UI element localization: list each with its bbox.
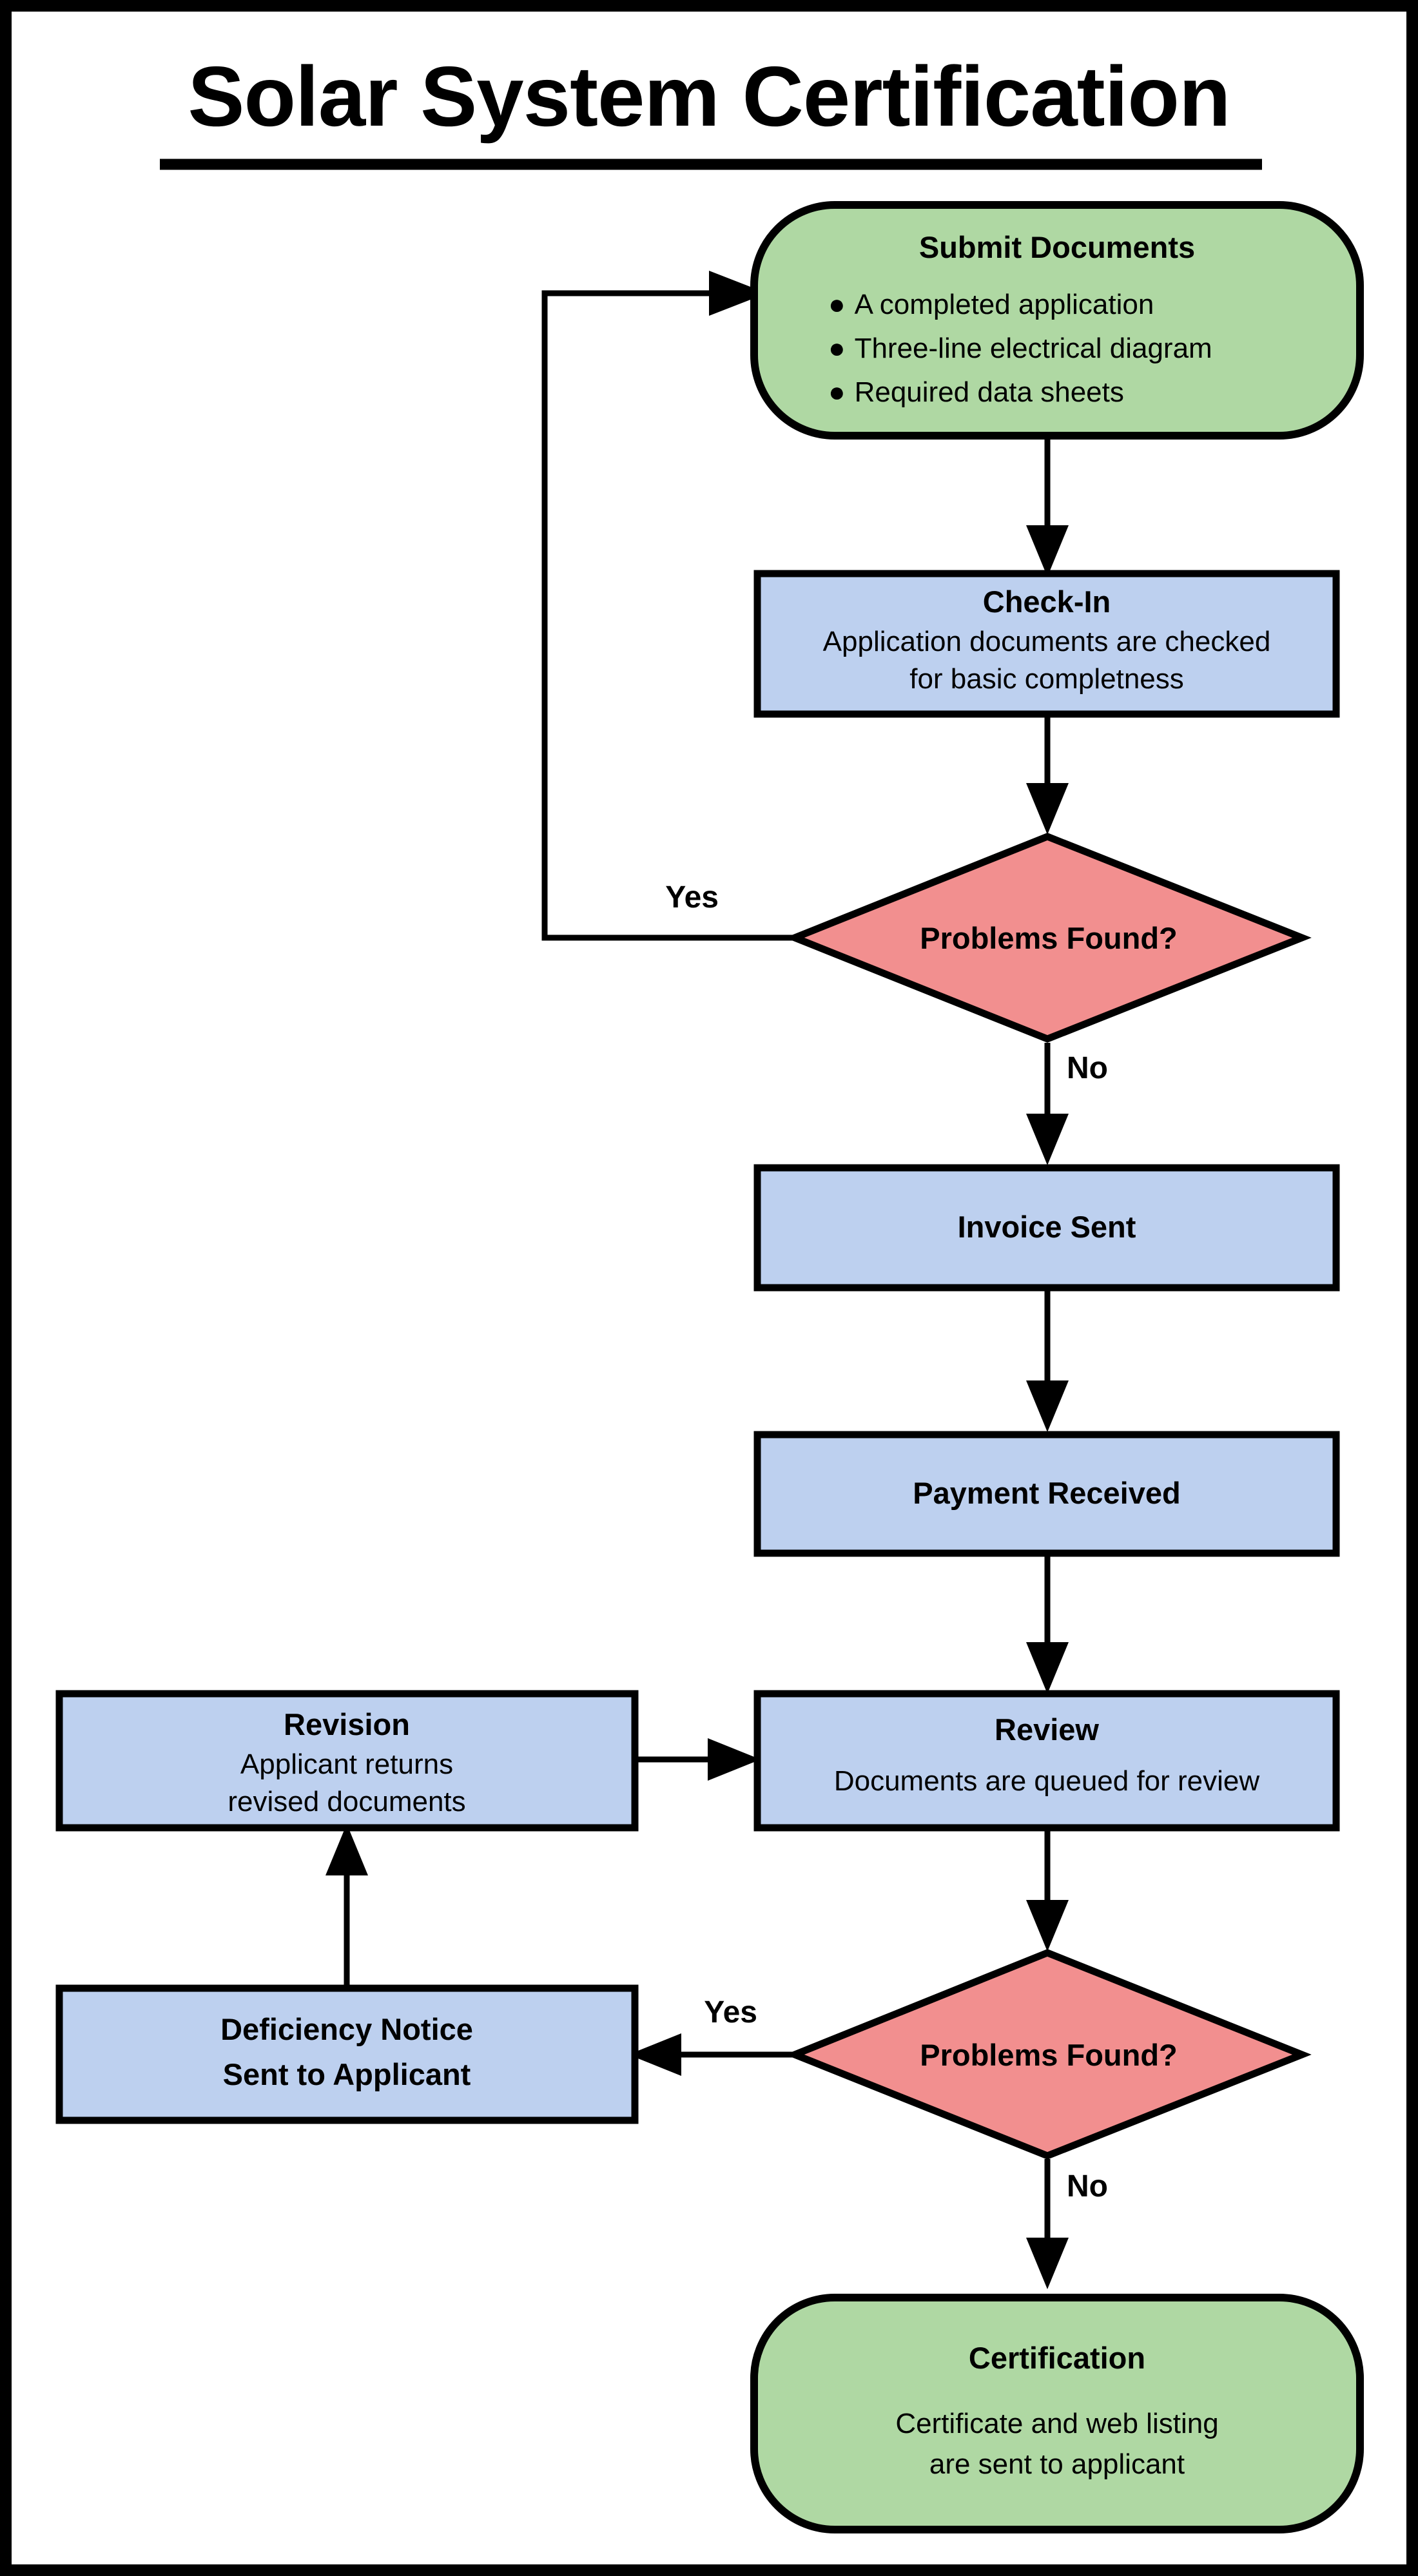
node-deficiency-notice[interactable]: Deficiency Notice Sent to Applicant xyxy=(55,1984,639,2124)
bullet-glyph-3: ● xyxy=(828,376,846,408)
node-certification-heading: Certification xyxy=(969,2341,1145,2375)
arrowhead-payment-to-review xyxy=(1026,1642,1069,1694)
node-submit-documents-shape[interactable] xyxy=(750,201,1364,440)
node-payment-received-shape[interactable] xyxy=(753,1431,1340,1557)
bullet-text-1: A completed application xyxy=(855,289,1154,320)
node-decision-problems-found-bottom-shape[interactable] xyxy=(785,1949,1312,2160)
node-review[interactable]: Review Documents are queued for review xyxy=(753,1690,1340,1832)
arrowhead-submit-to-checkin xyxy=(1026,525,1069,577)
node-certification-line-2: are sent to applicant xyxy=(929,2448,1185,2480)
node-submit-documents-heading: Submit Documents xyxy=(919,230,1195,264)
node-decision-problems-found-bottom-label: Problems Found? xyxy=(920,2038,1178,2072)
node-invoice-sent-shape[interactable] xyxy=(753,1164,1340,1292)
node-review-shape[interactable] xyxy=(753,1690,1340,1832)
node-submit-documents-bullet-1: ● A completed application xyxy=(828,289,1154,320)
arrowhead-decision2-yes xyxy=(628,2033,681,2076)
edge-label-yes-top: Yes xyxy=(665,880,719,915)
node-check-in-heading: Check-In xyxy=(983,585,1111,619)
node-deficiency-notice-line-2: Sent to Applicant xyxy=(223,2057,471,2091)
bullet-glyph-2: ● xyxy=(828,333,846,364)
arrowhead-decision1-yes-loop xyxy=(709,271,767,316)
node-decision-problems-found-top-label: Problems Found? xyxy=(920,921,1178,955)
edge-label-no-bottom: No xyxy=(1067,2169,1108,2203)
arrowhead-deficiency-to-revision xyxy=(325,1824,368,1875)
node-review-heading: Review xyxy=(995,1712,1099,1747)
node-invoice-sent-label: Invoice Sent xyxy=(958,1210,1136,1244)
node-certification-line-1: Certificate and web listing xyxy=(895,2408,1218,2439)
node-check-in-line-1: Application documents are checked xyxy=(823,626,1271,657)
node-decision-problems-found-top[interactable]: Problems Found? xyxy=(785,833,1312,1043)
node-invoice-sent[interactable]: Invoice Sent xyxy=(753,1164,1340,1292)
node-submit-documents-bullet-3: ● Required data sheets xyxy=(828,376,1124,408)
node-decision-problems-found-bottom[interactable]: Problems Found? xyxy=(785,1949,1312,2160)
bullet-text-3: Required data sheets xyxy=(855,376,1124,408)
node-check-in-line-2: for basic completness xyxy=(909,663,1184,695)
node-revision-shape[interactable] xyxy=(55,1690,639,1832)
node-payment-received[interactable]: Payment Received xyxy=(753,1431,1340,1557)
node-certification[interactable]: Certification Certificate and web listin… xyxy=(750,2294,1364,2533)
arrowhead-invoice-to-payment xyxy=(1026,1380,1069,1432)
node-review-line-1: Documents are queued for review xyxy=(834,1765,1260,1797)
node-revision[interactable]: Revision Applicant returns revised docum… xyxy=(55,1690,639,1832)
bullet-text-2: Three-line electrical diagram xyxy=(855,333,1212,364)
node-check-in[interactable]: Check-In Application documents are check… xyxy=(753,570,1340,718)
node-deficiency-notice-line-1: Deficiency Notice xyxy=(220,2012,473,2046)
node-revision-line-1: Applicant returns xyxy=(240,1748,453,1780)
node-decision-problems-found-top-shape[interactable] xyxy=(785,833,1312,1043)
arrowhead-decision1-no xyxy=(1026,1114,1069,1165)
edge-label-no-top: No xyxy=(1067,1051,1108,1085)
node-payment-received-label: Payment Received xyxy=(913,1476,1180,1510)
arrowhead-checkin-to-decision1 xyxy=(1026,783,1069,835)
node-deficiency-notice-shape[interactable] xyxy=(55,1984,639,2124)
node-certification-shape[interactable] xyxy=(750,2294,1364,2533)
bullet-glyph-1: ● xyxy=(828,289,846,320)
node-revision-heading: Revision xyxy=(284,1707,410,1741)
arrowhead-decision2-no xyxy=(1026,2238,1069,2289)
arrowhead-revision-to-review xyxy=(708,1738,761,1781)
edge-decision1-yes-loop xyxy=(541,290,795,941)
node-revision-line-2: revised documents xyxy=(228,1786,465,1817)
node-submit-documents-bullet-2: ● Three-line electrical diagram xyxy=(828,333,1212,364)
node-submit-documents[interactable]: Submit Documents ● A completed applicatio… xyxy=(750,201,1364,440)
arrowhead-review-to-decision2 xyxy=(1026,1900,1069,1951)
page-title: Solar System Certification xyxy=(188,49,1230,144)
node-check-in-shape[interactable] xyxy=(753,570,1340,718)
edge-label-yes-bottom: Yes xyxy=(704,1995,757,2029)
